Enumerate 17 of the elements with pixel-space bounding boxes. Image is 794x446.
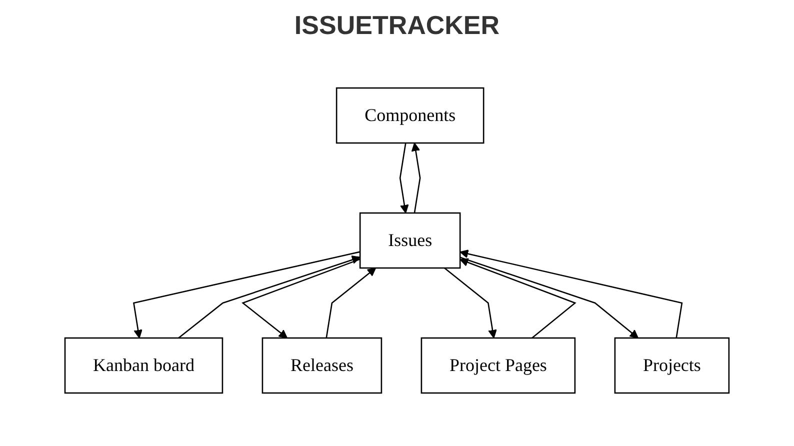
node-box: Components [336,86,484,144]
node-box: Project Pages [420,336,576,394]
arrow [411,142,421,213]
diagram-title: ISSUETRACKER [293,10,501,41]
arrow [460,249,683,338]
arrow [326,267,376,338]
arrow [242,258,360,338]
arrow [444,267,497,338]
arrow [178,255,360,338]
arrow [133,250,360,338]
arrow [460,258,576,338]
node-box: Projects [614,336,730,394]
node-box: Kanban board [64,336,224,394]
node-box: Releases [262,336,382,394]
node-box: Issues [359,212,461,268]
arrow [399,142,409,213]
arrow [460,256,639,338]
